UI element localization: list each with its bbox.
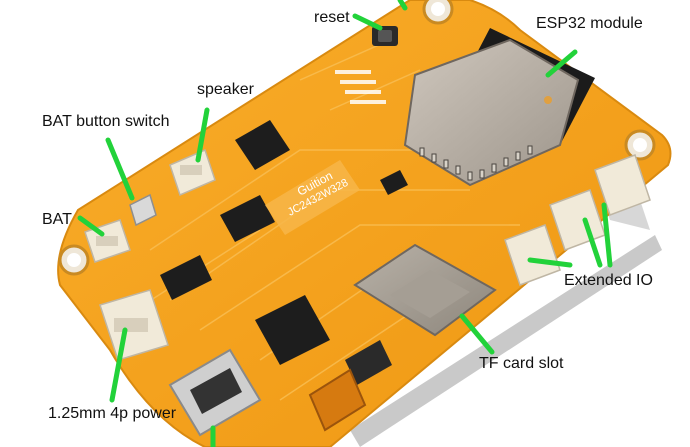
callout-tf — [459, 313, 495, 355]
speaker-connector — [169, 148, 216, 197]
callout-extio-1 — [527, 257, 573, 268]
callout-bat — [77, 215, 105, 237]
callout-esp32 — [545, 49, 578, 78]
usb-c-port — [168, 348, 262, 437]
power-connector — [99, 289, 169, 361]
mounting-holes — [58, 0, 656, 276]
label-power: 1.25mm 4p power — [48, 405, 177, 422]
label-extended-io: Extended IO — [564, 272, 653, 289]
label-esp32-module: ESP32 module — [536, 15, 643, 32]
tf-card-slot — [353, 243, 497, 337]
label-bat: BAT — [42, 211, 72, 228]
label-speaker: speaker — [197, 81, 254, 98]
display-panel-edge — [350, 235, 662, 447]
callout-extio-2 — [582, 217, 603, 268]
callout-bat-switch — [105, 137, 135, 201]
esp32-module — [403, 28, 595, 187]
label-tf-card-slot: TF card slot — [479, 355, 564, 372]
flex-connector — [308, 340, 392, 432]
bat-button-switch — [129, 193, 157, 227]
callout-extio-3 — [601, 202, 613, 268]
silkscreen-brand-area — [265, 160, 360, 235]
ic-chip — [160, 120, 408, 365]
label-reset: reset — [314, 9, 350, 26]
callout-speaker — [195, 107, 210, 163]
reset-button — [372, 26, 398, 46]
label-bat-button-switch: BAT button switch — [42, 113, 170, 130]
callout-lines — [77, 0, 613, 447]
callout-reset — [352, 13, 383, 31]
callout-power-1 — [109, 327, 128, 403]
